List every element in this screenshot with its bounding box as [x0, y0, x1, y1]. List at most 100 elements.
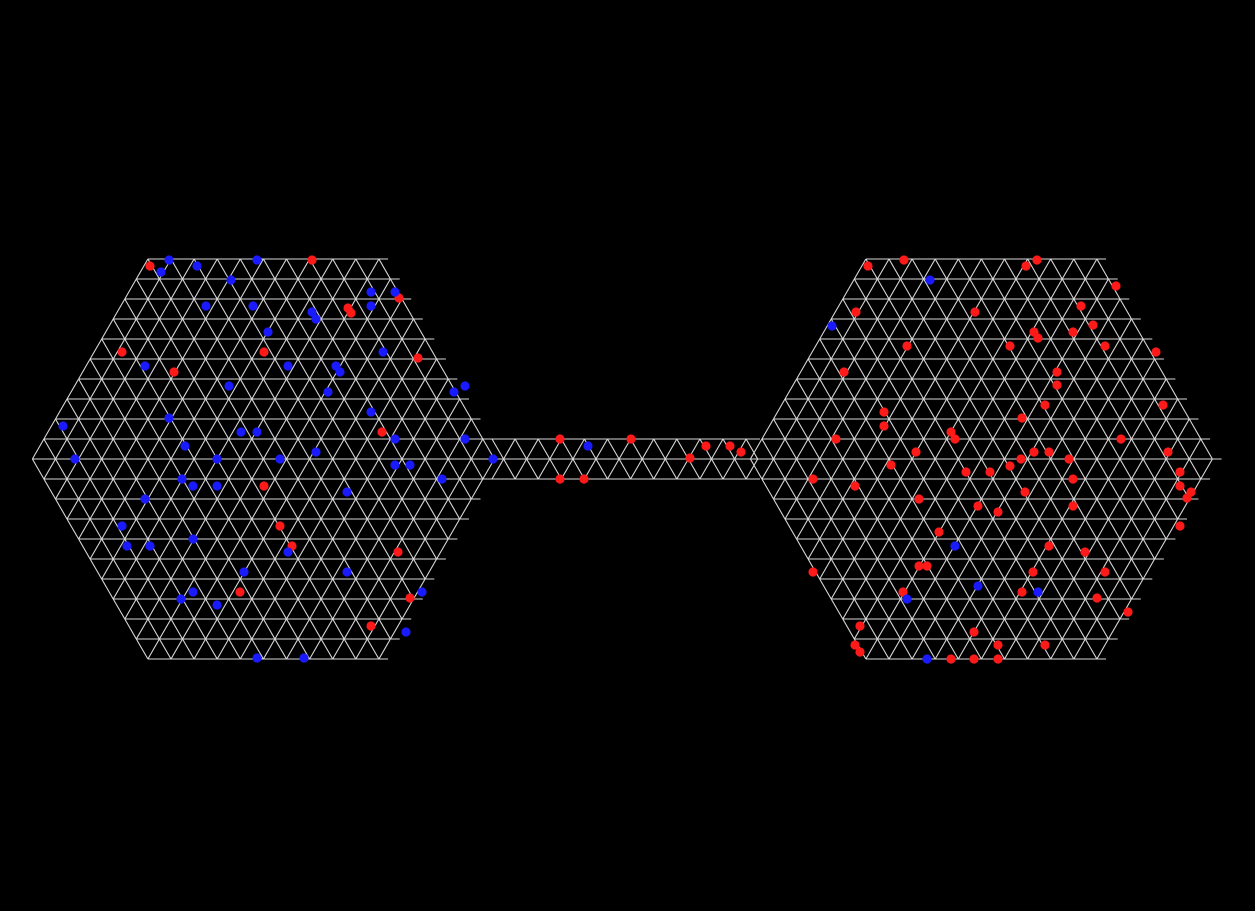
right-hexagon-diag-line	[853, 258, 867, 280]
left-hexagon-diag-line	[43, 478, 56, 500]
left-hexagon-diag-line	[251, 298, 264, 320]
right-hexagon-diag-line	[819, 378, 832, 400]
left-hexagon-diag-line	[251, 558, 264, 580]
right-hexagon-diag-line	[1027, 618, 1040, 640]
left-hexagon-diag-line	[170, 338, 183, 360]
left-hexagon-diag-line	[158, 498, 172, 520]
left-hexagon-diag-line	[436, 538, 449, 560]
blue-particle	[417, 587, 427, 597]
blue-particle	[366, 301, 376, 311]
left-hexagon-diag-line	[239, 498, 253, 520]
right-hexagon-diag-line	[796, 538, 809, 560]
red-particle	[969, 627, 979, 637]
left-hexagon-diag-line	[31, 438, 45, 460]
right-hexagon-diag-line	[1096, 378, 1109, 400]
right-hexagon-diag-line	[923, 278, 936, 300]
red-particle	[1088, 320, 1098, 330]
left-hexagon-diag-line	[158, 458, 172, 480]
left-hexagon-diag-line	[182, 258, 195, 280]
right-hexagon-diag-line	[911, 478, 925, 500]
right-hexagon-diag-line	[1154, 358, 1167, 380]
left-hexagon-diag-line	[320, 318, 334, 340]
right-hexagon-diag-line	[1142, 518, 1156, 540]
channel-diag-line	[595, 458, 608, 480]
right-hexagon-diag-line	[761, 478, 774, 500]
channel-diag-line	[526, 438, 539, 460]
left-hexagon-diag-line	[343, 638, 357, 660]
right-hexagon-diag-line	[865, 438, 878, 460]
left-hexagon-diag-line	[216, 298, 230, 320]
right-hexagon-diag-line	[1061, 478, 1075, 500]
channel-diag-line	[560, 458, 574, 480]
right-hexagon-diag-line	[1107, 558, 1121, 580]
right-hexagon-diag-line	[1107, 298, 1121, 320]
right-hexagon-diag-line	[1015, 418, 1029, 440]
left-hexagon-diag-line	[424, 558, 438, 580]
right-hexagon-diag-line	[842, 418, 855, 440]
right-hexagon-diag-line	[969, 558, 982, 580]
blue-particle	[239, 567, 249, 577]
right-hexagon-diag-line	[1107, 538, 1121, 560]
right-hexagon-diag-line	[969, 258, 982, 280]
right-hexagon-diag-line	[1038, 458, 1052, 480]
channel-diag-line	[537, 458, 551, 480]
left-hexagon-diag-line	[274, 358, 287, 380]
red-particle	[902, 341, 912, 351]
left-hexagon-diag-line	[239, 378, 253, 400]
right-hexagon-diag-line	[1038, 258, 1052, 280]
left-hexagon-diag-line	[274, 338, 287, 360]
left-hexagon-diag-line	[147, 318, 160, 340]
right-hexagon-diag-line	[900, 298, 913, 320]
right-hexagon-diag-line	[1142, 378, 1156, 400]
left-hexagon-diag-line	[78, 398, 91, 420]
left-hexagon-diag-line	[31, 458, 45, 480]
right-hexagon-diag-line	[865, 618, 878, 640]
red-particle	[377, 427, 387, 437]
left-hexagon-diag-line	[228, 518, 241, 540]
left-hexagon-diag-line	[228, 338, 241, 360]
left-hexagon-diag-line	[147, 398, 160, 420]
channel-diag-line	[641, 458, 655, 480]
right-hexagon-diag-line	[796, 418, 809, 440]
right-hexagon-diag-line	[923, 598, 936, 620]
right-hexagon-diag-line	[819, 498, 832, 520]
left-hexagon-diag-line	[101, 458, 114, 480]
left-hexagon-diag-line	[124, 318, 137, 340]
right-hexagon-diag-line	[1131, 558, 1144, 580]
left-hexagon-diag-line	[309, 538, 322, 560]
blue-particle	[248, 301, 258, 311]
left-hexagon-diag-line	[193, 358, 207, 380]
left-hexagon-diag-line	[389, 338, 403, 360]
left-hexagon-diag-line	[343, 398, 357, 420]
left-hexagon-diag-line	[228, 638, 241, 660]
right-hexagon-diag-line	[761, 458, 774, 480]
left-hexagon-diag-line	[355, 438, 368, 460]
left-hexagon-diag-line	[297, 558, 311, 580]
left-hexagon-diag-line	[378, 278, 391, 300]
blue-particle	[323, 387, 333, 397]
red-particle	[393, 547, 403, 557]
channel-diag-line	[572, 438, 585, 460]
right-hexagon-diag-line	[876, 278, 890, 300]
right-hexagon-diag-line	[969, 458, 982, 480]
left-hexagon-diag-line	[239, 418, 253, 440]
left-hexagon-diag-line	[89, 338, 103, 360]
blue-particle	[122, 541, 132, 551]
left-hexagon-diag-line	[401, 318, 414, 340]
left-hexagon-diag-line	[239, 638, 253, 660]
right-hexagon-diag-line	[969, 518, 982, 540]
right-hexagon-diag-line	[1142, 538, 1156, 560]
left-hexagon-diag-line	[297, 338, 311, 360]
right-hexagon-diag-line	[911, 338, 925, 360]
left-hexagon-diag-line	[182, 598, 195, 620]
left-hexagon-diag-line	[366, 478, 380, 500]
right-hexagon-diag-line	[819, 338, 832, 360]
right-hexagon-diag-line	[923, 538, 936, 560]
left-hexagon-diag-line	[262, 418, 276, 440]
left-hexagon-diag-line	[112, 538, 126, 560]
left-hexagon-diag-line	[274, 398, 287, 420]
red-particle	[1123, 607, 1133, 617]
left-hexagon-diag-line	[239, 358, 253, 380]
left-hexagon-diag-line	[378, 398, 391, 420]
right-hexagon-diag-line	[1073, 338, 1086, 360]
